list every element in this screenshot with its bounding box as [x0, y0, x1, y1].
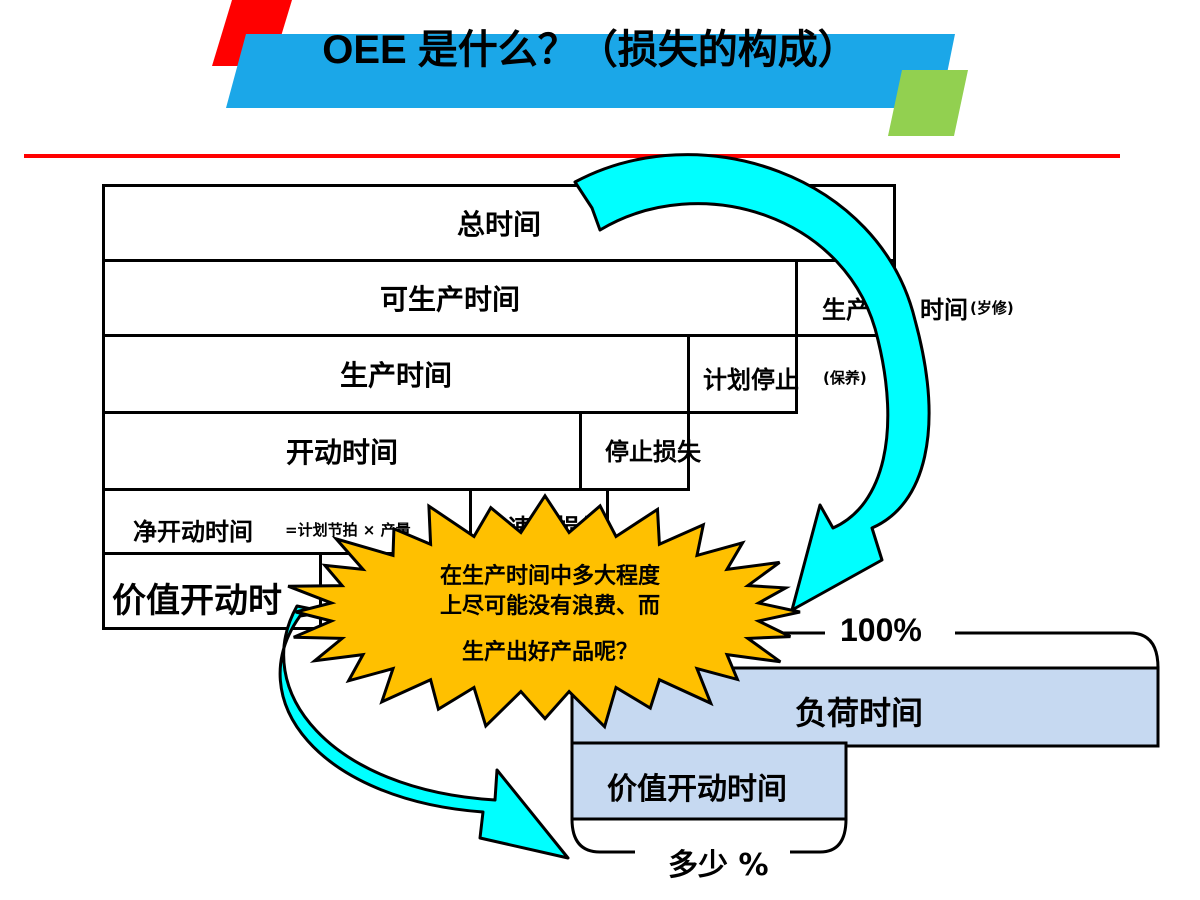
load-time-label: 负荷时间: [795, 694, 924, 732]
value-running-time-label: 价值开动时: [112, 581, 282, 621]
net-running-time-label: 净开动时间: [133, 518, 253, 546]
downtime-repair-label: 生产: [822, 296, 870, 324]
downtime-repair-label-tail: 时间: [920, 296, 968, 324]
callout-line-1: 在生产时间中多大程度: [439, 564, 660, 589]
net-running-formula: =计划节拍 × 产量: [285, 521, 411, 539]
running-time-row: 开动时间: [102, 411, 582, 491]
callout-line-2: 上尽可能没有浪费、而: [439, 594, 660, 619]
planned-stop-label: 计划停止: [703, 366, 799, 394]
value-running-time-box-label: 价值开动时间: [607, 772, 787, 807]
bottom-curved-arrow: [278, 604, 570, 860]
callout-line-3: 生产出好产品呢？: [461, 640, 638, 665]
top-curved-arrow: [573, 153, 931, 612]
stop-loss-cell: [579, 411, 690, 491]
planned-stop-cell: [687, 334, 798, 414]
value-running-time-row: [102, 552, 322, 630]
blue-title-bar: [226, 34, 955, 108]
available-time-row: 可生产时间: [102, 259, 798, 337]
green-parallelogram: [888, 70, 968, 136]
value-running-time-box: [570, 741, 848, 821]
page-title: OEE 是什么？（损失的构成）: [322, 28, 858, 72]
callout-text: 在生产时间中多大程度 上尽可能没有浪费、而 生产出好产品呢？: [370, 562, 730, 668]
red-divider-line: [24, 154, 1120, 158]
bracket-how-much: [570, 818, 848, 854]
planned-stop-note: (保养): [823, 369, 867, 387]
production-time-row: 生产时间: [102, 334, 690, 414]
total-time-row: 总时间: [102, 184, 896, 262]
percent-100-label: 100%: [840, 612, 922, 648]
downtime-repair-note: (岁修): [970, 299, 1014, 317]
percent-how-much-label: 多少 %: [668, 848, 769, 883]
starburst-shape: [287, 493, 801, 730]
stop-loss-label: 停止损失: [605, 438, 701, 466]
